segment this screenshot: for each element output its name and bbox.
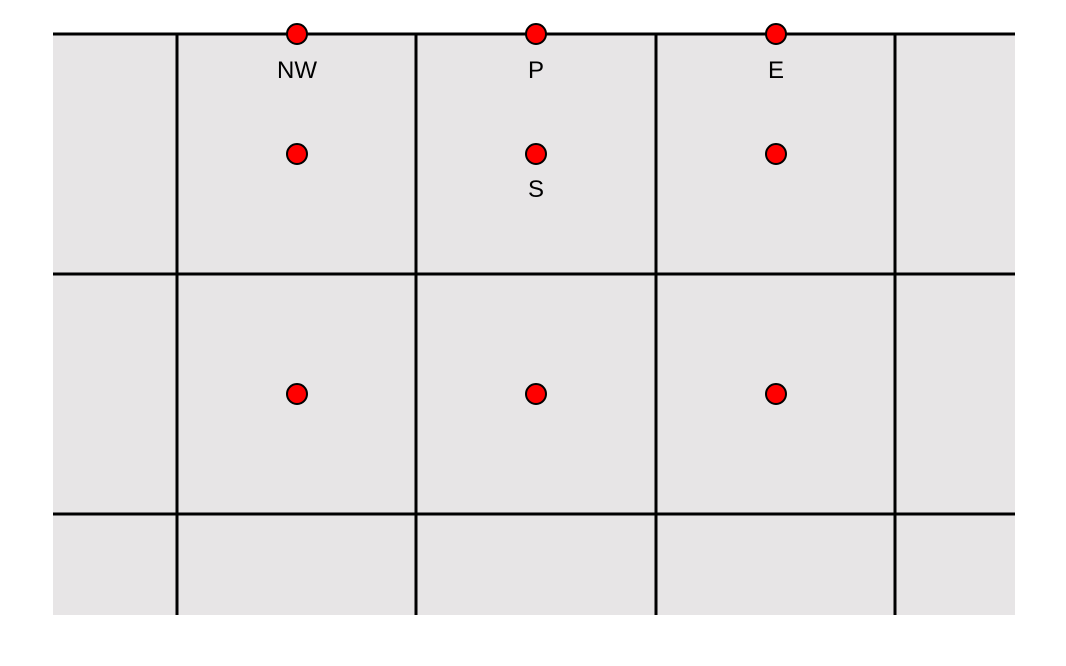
label-e: E <box>768 57 784 84</box>
node-nw <box>286 23 308 45</box>
label-nw: NW <box>277 57 317 84</box>
node-lower-center <box>525 383 547 405</box>
node-upper-right <box>765 143 787 165</box>
label-p: P <box>528 57 544 84</box>
node-s <box>525 143 547 165</box>
node-lower-left <box>286 383 308 405</box>
node-lower-right <box>765 383 787 405</box>
node-upper-left <box>286 143 308 165</box>
node-e <box>765 23 787 45</box>
label-s: S <box>528 176 544 203</box>
node-p <box>525 23 547 45</box>
grid-background <box>53 34 1015 615</box>
